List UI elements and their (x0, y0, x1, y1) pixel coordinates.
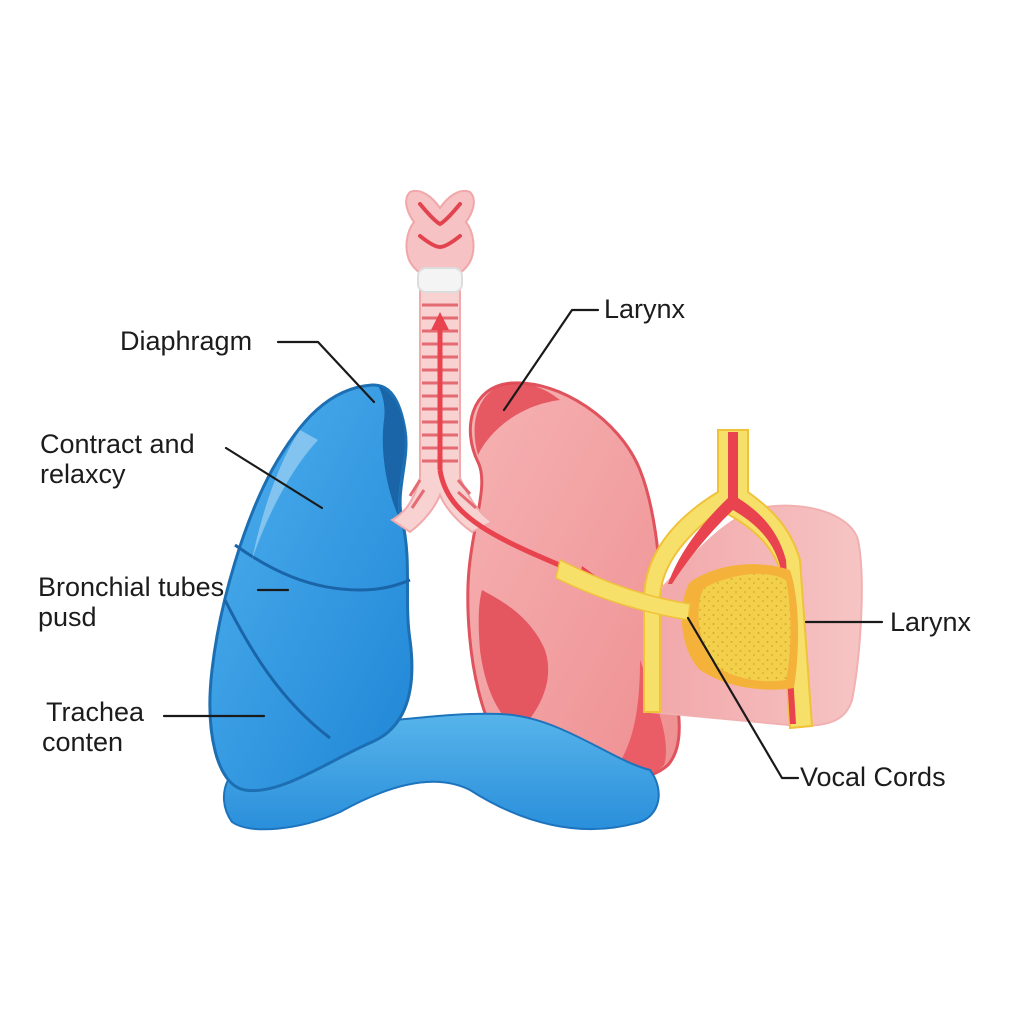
label-diaphragm: Diaphragm (120, 326, 252, 356)
label-bronchial-line2: pusd (38, 602, 97, 632)
thyroid-cartilage-icon (406, 191, 474, 292)
label-vocal-cords: Vocal Cords (800, 762, 946, 792)
label-trachea-line1: Trachea (46, 697, 145, 727)
label-larynx-right: Larynx (890, 607, 972, 637)
label-larynx-top: Larynx (604, 294, 686, 324)
label-contract-line2: relaxcy (40, 459, 126, 489)
label-trachea-line2: conten (42, 727, 123, 757)
label-contract-line1: Contract and (40, 429, 195, 459)
left-lung (210, 385, 412, 791)
label-bronchial-line1: Bronchial tubes (38, 572, 224, 602)
larynx-cross-section (644, 430, 862, 728)
